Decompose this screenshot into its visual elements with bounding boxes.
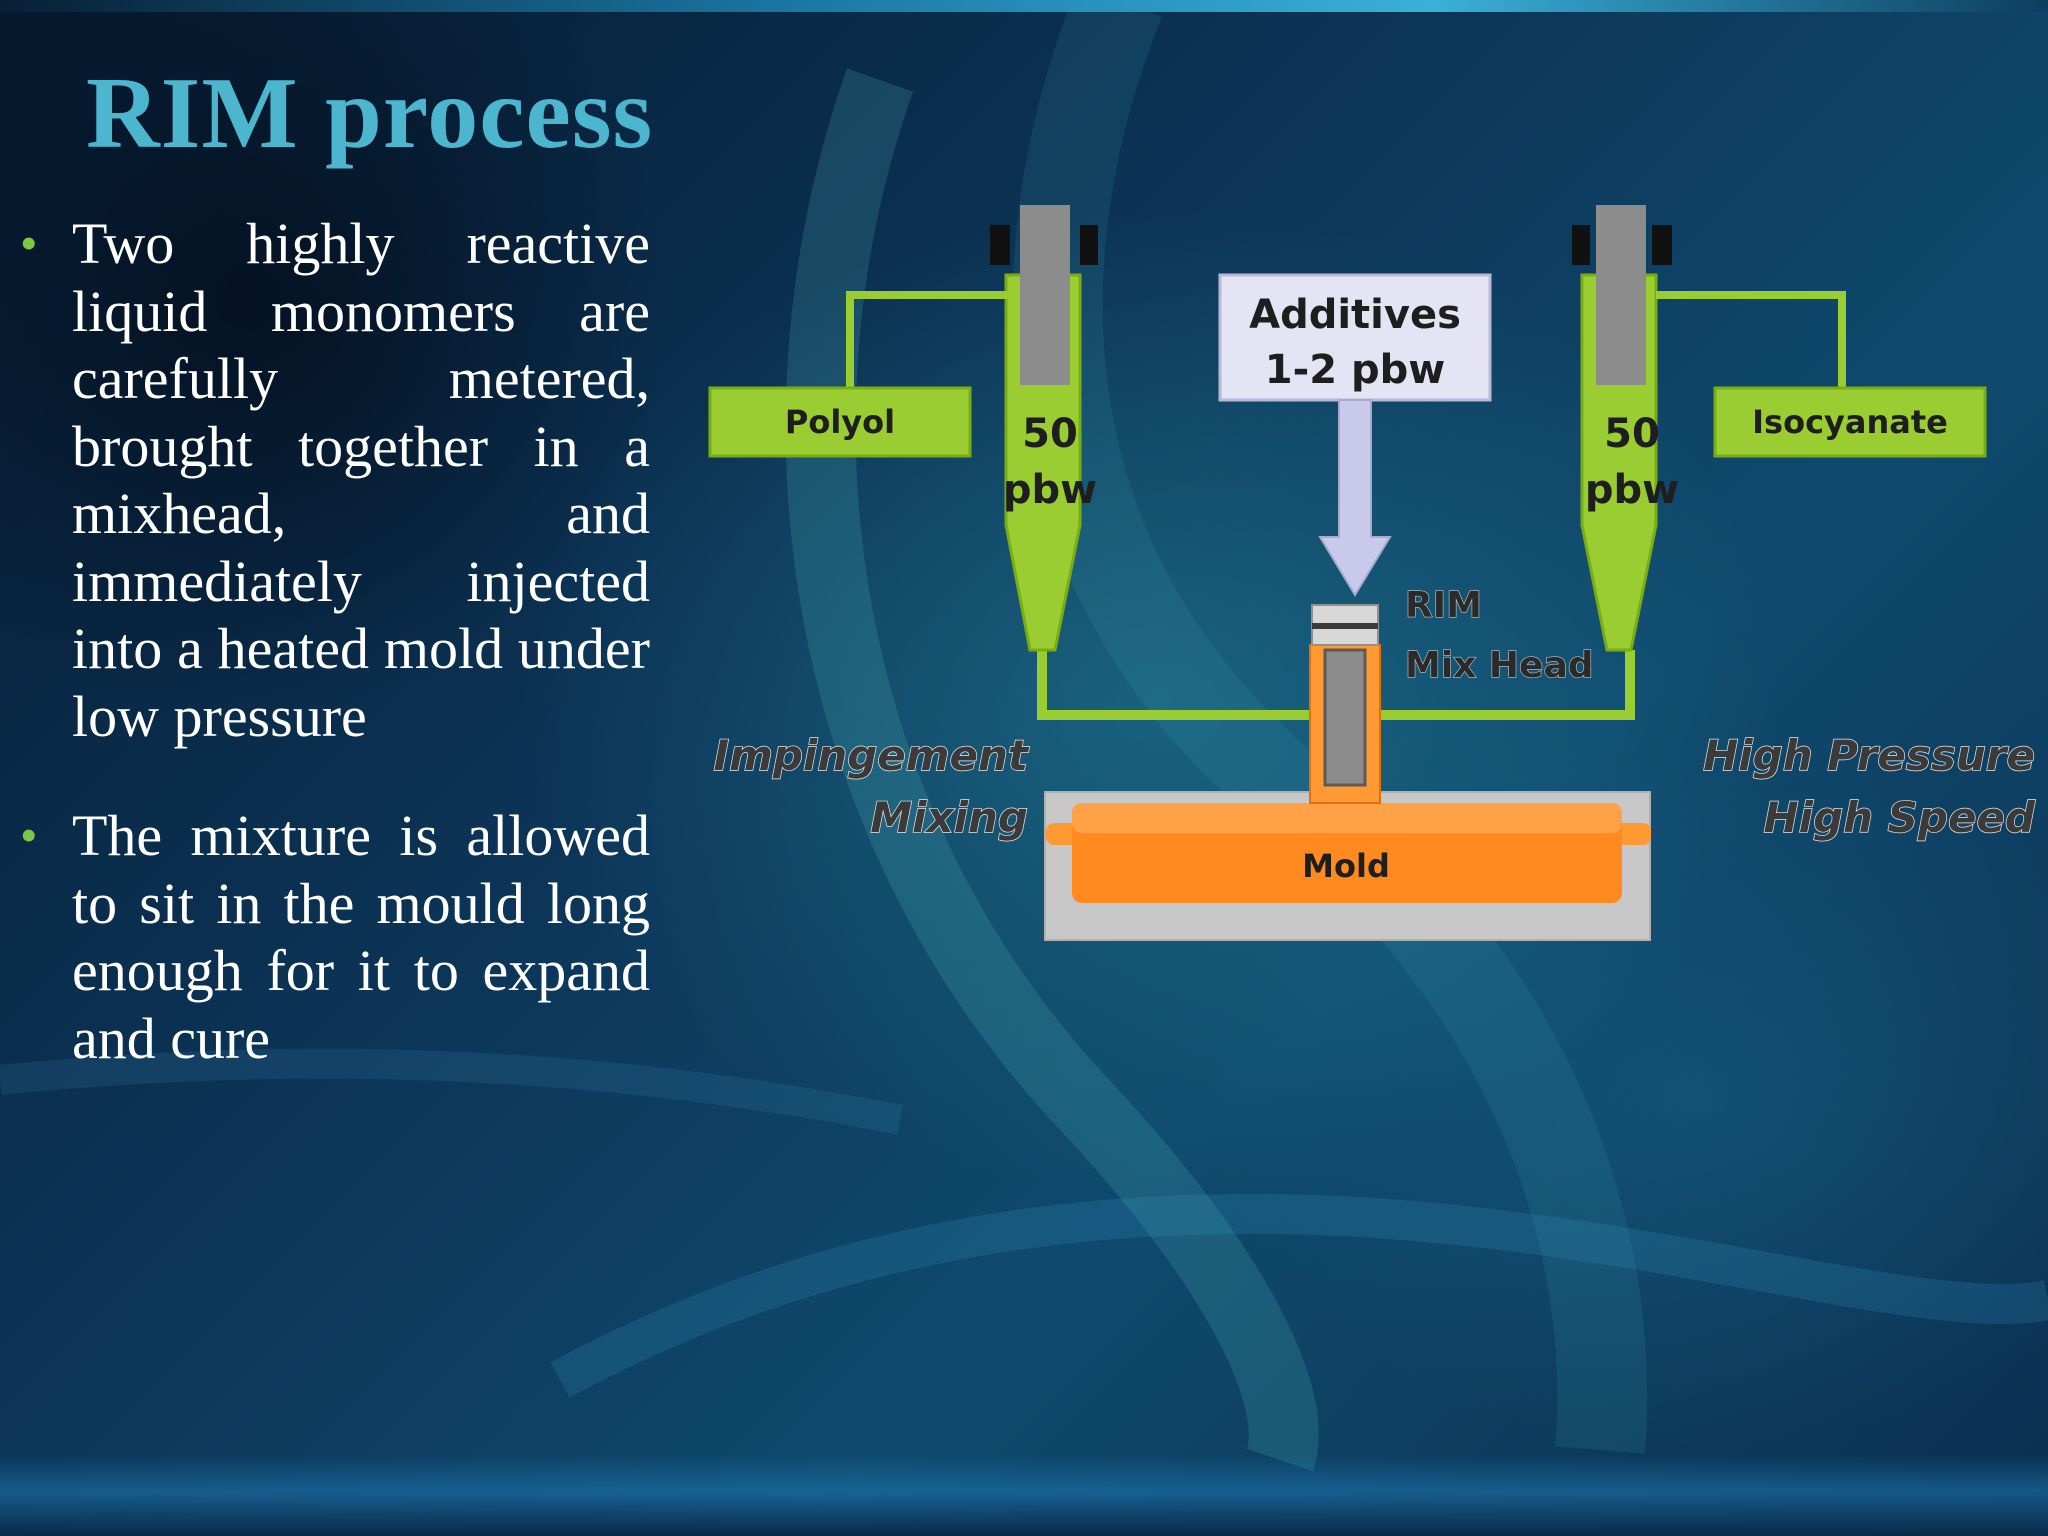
left-feed-line xyxy=(1037,650,1310,720)
mold-label: Mold xyxy=(1302,847,1390,885)
bullet-item: • Two highly reactive liquid monomers ar… xyxy=(20,210,650,750)
bullet-marker-icon: • xyxy=(20,807,38,863)
polyol-supply-box xyxy=(708,386,972,458)
isocyanate-clamp-right xyxy=(1652,225,1672,265)
bullet-item: • The mixture is allowed to sit in the m… xyxy=(20,802,650,1072)
mix-head-piston xyxy=(1323,648,1367,787)
bullet-marker-icon: • xyxy=(20,215,38,271)
additives-title: Additives xyxy=(1249,292,1461,338)
polyol-clamp-right xyxy=(1080,225,1098,265)
top-edge-band xyxy=(0,0,2048,12)
rim-process-diagram: Mold Polyol 50 pbw Isocyanate 50 pbw Add… xyxy=(708,205,2037,941)
isocyanate-piston xyxy=(1596,205,1646,385)
left-ratio-unit: pbw xyxy=(1003,467,1097,513)
polyol-clamp-left xyxy=(990,225,1010,265)
right-note-line2: High Speed xyxy=(1764,793,2036,842)
additives-box xyxy=(1218,273,1492,402)
slide-title: RIM process xyxy=(86,57,654,170)
bullet-list: • Two highly reactive liquid monomers ar… xyxy=(20,210,650,1124)
right-feed-line xyxy=(1380,650,1635,720)
isocyanate-line xyxy=(1656,291,1846,390)
isocyanate-label: Isocyanate xyxy=(1752,403,1948,441)
bottom-edge-band xyxy=(0,1455,2048,1536)
mix-head-label-line2: Mix Head xyxy=(1405,645,1594,686)
additives-amount: 1-2 pbw xyxy=(1265,347,1445,393)
mix-head-label-line1: RIM xyxy=(1405,585,1482,626)
right-ratio-value: 50 xyxy=(1604,411,1660,457)
polyol-piston xyxy=(1020,205,1070,385)
mix-head-cap-band xyxy=(1312,623,1378,629)
isocyanate-clamp-left xyxy=(1572,225,1590,265)
bullet-text: The mixture is allowed to sit in the mou… xyxy=(72,803,650,1071)
isocyanate-supply-box xyxy=(1713,386,1987,458)
polyol-line xyxy=(846,291,1016,390)
polyol-label: Polyol xyxy=(785,403,895,441)
left-note-line1: Impingement xyxy=(713,731,1029,780)
bullet-text: Two highly reactive liquid monomers are … xyxy=(72,211,650,749)
mold-highlight xyxy=(1072,803,1622,833)
additives-arrow-icon xyxy=(1318,399,1392,597)
left-note-line2: Mixing xyxy=(870,793,1028,842)
left-ratio-value: 50 xyxy=(1022,411,1078,457)
right-ratio-unit: pbw xyxy=(1585,467,1679,513)
right-note-line1: High Pressure xyxy=(1703,731,2035,780)
